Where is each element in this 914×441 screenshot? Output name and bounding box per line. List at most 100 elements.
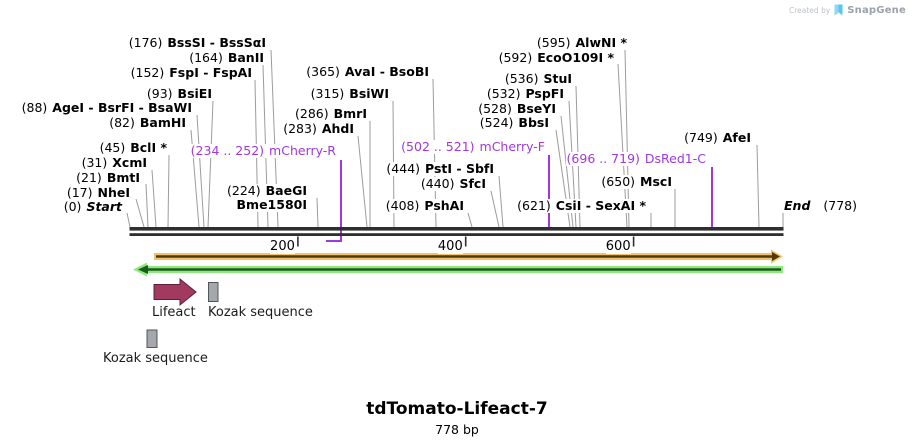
site-position: (444) [386,161,421,176]
site-line-nhei [135,198,145,228]
site-position: (365) [306,64,340,79]
site-position: (224) [227,183,261,198]
site-position: (528) [478,101,512,116]
site-name: NheI [97,185,131,200]
primer-label-mcherry-f: (502 .. 521) mCherry-F [400,140,546,154]
site-position: (778) [823,198,858,213]
site-label-psti-sbfi: (444)PstI - SbfI [385,162,495,176]
site-name: BclI * [130,140,167,155]
primer-range: (696 .. 719) [566,151,640,166]
site-position: (164) [189,50,223,65]
site-position: (650) [601,174,636,189]
snapgene-watermark: Created by SnapGene [789,4,906,16]
primer-range: (234 .. 252) [190,143,265,158]
site-label-ahdi: (283)AhdI [282,122,355,136]
site-name: EcoO109I * [537,50,614,65]
site-name: XcmI [112,155,147,170]
site-position: (408) [385,198,420,213]
site-label-xcmi: (31) XcmI [80,155,148,170]
site-name: PshAI [424,198,464,213]
site-name: BseYI [516,101,556,116]
primer-name: mCherry-R [269,143,336,158]
site-position: (592) [498,50,533,65]
site-name: BamHI [139,115,186,130]
site-label-agei-bsrfi-bsawi: (88) AgeI - BsrFI - BsaWI [20,100,193,115]
site-name: AvaI - BsoBI [344,64,429,79]
site-line-baegi [316,197,319,228]
site-label-fspi-fspai: (152) FspI - FspAI [129,65,253,80]
site-position: (536) [504,71,539,86]
site-name: BbsI [518,115,549,130]
site-position: (286) [295,106,329,121]
snapgene-logo-icon [834,4,843,16]
primer-name: DsRed1-C [644,151,706,166]
site-label-pshai: (408) PshAI [384,198,465,213]
site-label-stui: (536) StuI [503,71,573,86]
primer-label-mcherry-r: (234 .. 252) mCherry-R [189,143,337,158]
site-position: (595) [536,35,571,50]
site-name: BanII [227,50,264,65]
site-line-xcmi [151,169,157,228]
site-label-nhei: (17) NheI [65,185,131,200]
plasmid-length: 778 bp [435,422,479,437]
site-position: (21) [76,170,102,185]
site-name-secondary: Bme1580I [236,197,307,212]
site-line-bcli [167,154,170,228]
snapgene-brand-text: SnapGene [847,4,906,16]
site-label-afei: (749)AfeI [683,131,752,145]
site-line-agei-bsrfi-bsawi [196,114,205,228]
kozak-box-1 [208,282,219,302]
site-label-banii: (164) BanII [188,51,265,65]
kozak-sequence-label-1: Kozak sequence [208,305,313,320]
ruler-bar-top [129,227,784,231]
site-line-psti-sbfi [498,175,504,228]
site-position: (31) [81,155,108,170]
site-line-afei [756,144,760,228]
site-name: AhdI [321,121,354,136]
site-position: (152) [130,65,165,80]
site-name: StuI [543,71,572,86]
primer-name: mCherry-F [479,139,545,154]
site-name: BsiWI [349,86,389,101]
site-label-pspfi: (532) PspFI [485,86,565,101]
created-by-text: Created by [789,5,831,15]
site-position: (17) [66,185,93,200]
kozak-box-2 [146,329,158,348]
site-label-csii-sexai: (621)CsiI - SexAI * [516,199,647,213]
plasmid-title: tdTomato-Lifeact-7 [366,399,548,419]
primer-range: (502 .. 521) [401,139,475,154]
site-position: (315) [310,86,345,101]
site-label-alwni: (595) AlwNI * [535,35,628,50]
ruler-tick-label-200: 200 [270,239,295,254]
site-name: AgeI - BsrFI - BsaWI [52,100,192,115]
site-label-bmri: (286)BmrI [294,107,368,121]
kozak-sequence-label-2: Kozak sequence [103,351,208,366]
site-label-ecoo109i: (592) EcoO109I * [497,50,615,65]
ruler-tick-label-600: 600 [605,239,631,254]
site-label-bmti: (21) BmtI [75,171,141,185]
ruler-tick-label-400: 400 [437,239,463,254]
site-position: (532) [486,86,521,101]
site-name: BmtI [106,170,140,185]
site-name: AlwNI * [575,35,627,50]
site-label-bseyi: (528) BseYI [477,102,557,116]
site-line-start [126,212,131,228]
site-name: FspI - FspAI [169,65,252,80]
site-label-start: (0) Start [62,199,123,214]
site-position: (621) [517,198,551,213]
site-position: (440) [420,176,455,191]
site-line-sfci [490,190,500,228]
lifeact-arrow [153,277,197,307]
title-block: tdTomato-Lifeact-7 778 bp [0,399,914,437]
site-name: PspFI [525,86,564,101]
site-label-bbsi: (524)BbsI [478,115,550,130]
site-name: Start [86,199,122,214]
site-label-bsiei: (93)BsiEI [145,87,213,101]
site-position: (88) [21,100,48,115]
site-position: (82) [109,115,135,130]
site-label-end: End(778) [783,198,859,213]
reverse-orf-arrow [133,262,783,277]
site-position: (0) [63,199,82,214]
